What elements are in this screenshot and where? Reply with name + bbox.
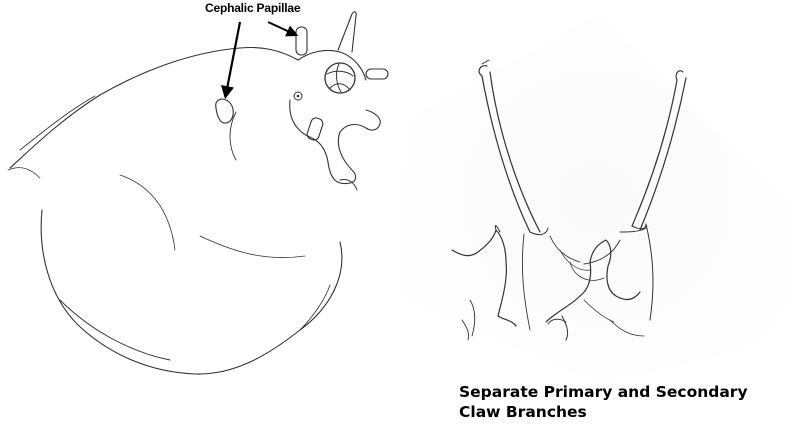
figure-caption: Separate Primary and Secondary Claw Bran… — [459, 382, 779, 422]
tardigrade-head-sketch — [8, 12, 388, 374]
arrow-to-top-papilla — [268, 22, 294, 34]
arrow-to-side-papilla — [226, 22, 240, 94]
annotation-arrows — [226, 22, 294, 94]
claw-panel-background — [400, 12, 795, 385]
caption-line-1: Separate Primary and Secondary — [459, 382, 779, 402]
cephalic-papillae-label: Cephalic Papillae — [205, 1, 300, 15]
caption-line-2: Claw Branches — [459, 402, 779, 422]
